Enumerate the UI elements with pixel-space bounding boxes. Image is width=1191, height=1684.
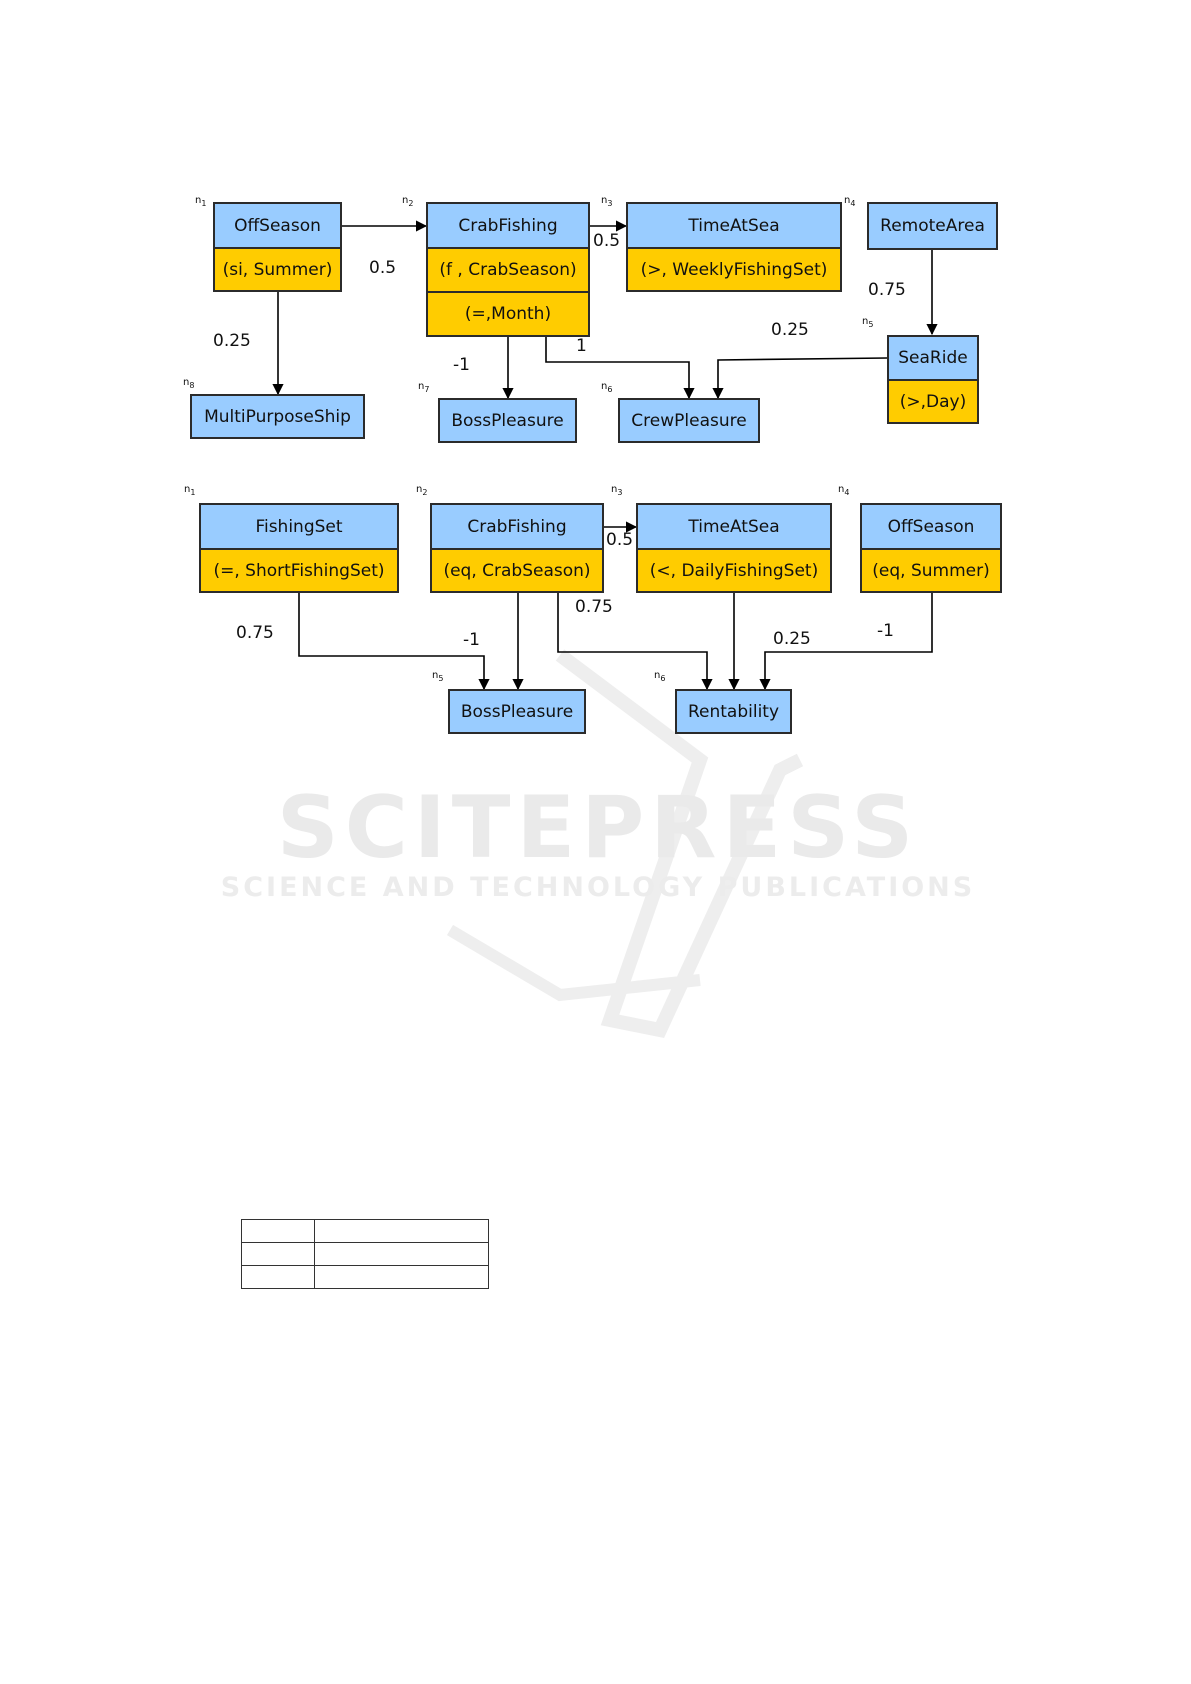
table-row — [241, 1242, 489, 1266]
node-name: OffSeason — [862, 505, 1000, 548]
node-offseason: OffSeason (eq, Summer) — [860, 503, 1002, 593]
node-id-label: n5 — [862, 316, 874, 329]
node-condition: (eq, Summer) — [862, 548, 1000, 591]
edge-weight: 1 — [576, 336, 587, 356]
watermark-title: SCITEPRESS — [276, 778, 920, 878]
node-name: TimeAtSea — [638, 505, 830, 548]
table-row — [241, 1265, 489, 1289]
node-name: OffSeason — [215, 204, 340, 247]
edge-weight: 0.25 — [771, 320, 809, 340]
table-cell — [241, 1265, 315, 1289]
node-name: CrabFishing — [428, 204, 588, 247]
edge-d1-n5-n6 — [712, 357, 888, 400]
node-id-label: n3 — [601, 195, 613, 208]
node-bosspleasure: BossPleasure — [438, 398, 577, 443]
edge-weight: -1 — [463, 630, 480, 650]
node-crabfishing: CrabFishing (eq, CrabSeason) — [430, 503, 604, 593]
watermark-subtitle: SCIENCE AND TECHNOLOGY PUBLICATIONS — [220, 872, 976, 903]
node-name: TimeAtSea — [628, 204, 840, 247]
edge-d1-n2-n6 — [545, 337, 695, 400]
node-rentability: Rentability — [675, 689, 792, 734]
edge-weight: 0.5 — [369, 258, 397, 278]
node-name: SeaRide — [889, 337, 977, 379]
node-id-label: n7 — [418, 381, 430, 394]
node-condition: (=, ShortFishingSet) — [201, 548, 397, 591]
node-name: MultiPurposeShip — [192, 396, 363, 437]
edge-d2-n1-n5 — [298, 593, 490, 691]
node-name: Rentability — [677, 691, 790, 732]
node-name: CrabFishing — [432, 505, 602, 548]
edge-weight: 0.75 — [575, 597, 613, 617]
node-id-label: n2 — [402, 195, 414, 208]
node-id-label: n1 — [195, 195, 207, 208]
node-id-label: n2 — [416, 484, 428, 497]
node-condition: (si, Summer) — [215, 247, 340, 290]
node-id-label: n4 — [844, 195, 856, 208]
node-offseason: OffSeason (si, Summer) — [213, 202, 342, 292]
edge-d2-n2-n6 — [557, 593, 713, 691]
node-searide: SeaRide (>,Day) — [887, 335, 979, 424]
node-remotearea: RemoteArea — [867, 202, 998, 250]
node-condition: (<, DailyFishingSet) — [638, 548, 830, 591]
node-bosspleasure: BossPleasure — [448, 689, 586, 734]
edge-weight: 0.5 — [593, 231, 621, 251]
node-multipurposeship: MultiPurposeShip — [190, 394, 365, 439]
node-id-label: n5 — [432, 670, 444, 683]
edge-weight: 0.75 — [236, 623, 274, 643]
node-name: CrewPleasure — [620, 400, 758, 441]
table-cell — [241, 1242, 315, 1266]
node-condition: (>,Day) — [889, 379, 977, 422]
empty-table — [241, 1219, 489, 1289]
table-cell — [241, 1219, 315, 1243]
node-id-label: n6 — [601, 381, 613, 394]
edge-weight: 0.25 — [213, 331, 251, 351]
node-name: RemoteArea — [869, 204, 996, 248]
node-crewpleasure: CrewPleasure — [618, 398, 760, 443]
node-crabfishing: CrabFishing (f , CrabSeason) (=,Month) — [426, 202, 590, 337]
node-condition: (f , CrabSeason) — [428, 247, 588, 291]
edge-d2-n4-n6 — [759, 593, 933, 691]
node-name: BossPleasure — [450, 691, 584, 732]
node-condition: (=,Month) — [428, 291, 588, 335]
node-id-label: n3 — [611, 484, 623, 497]
node-condition: (>, WeeklyFishingSet) — [628, 247, 840, 290]
node-condition: (eq, CrabSeason) — [432, 548, 602, 591]
edge-weight: 0.75 — [868, 280, 906, 300]
node-name: BossPleasure — [440, 400, 575, 441]
table-cell — [314, 1265, 489, 1289]
node-id-label: n4 — [838, 484, 850, 497]
node-timeatsea: TimeAtSea (<, DailyFishingSet) — [636, 503, 832, 593]
edge-weight: 0.5 — [606, 530, 634, 550]
edge-weight: 0.25 — [773, 629, 811, 649]
table-cell — [314, 1242, 489, 1266]
node-id-label: n8 — [183, 377, 195, 390]
node-fishingset: FishingSet (=, ShortFishingSet) — [199, 503, 399, 593]
node-id-label: n1 — [184, 484, 196, 497]
edge-weight: -1 — [453, 355, 470, 375]
edge-weight: -1 — [877, 621, 894, 641]
node-name: FishingSet — [201, 505, 397, 548]
node-id-label: n6 — [654, 670, 666, 683]
table-cell — [314, 1219, 489, 1243]
node-timeatsea: TimeAtSea (>, WeeklyFishingSet) — [626, 202, 842, 292]
table-row — [241, 1219, 489, 1243]
